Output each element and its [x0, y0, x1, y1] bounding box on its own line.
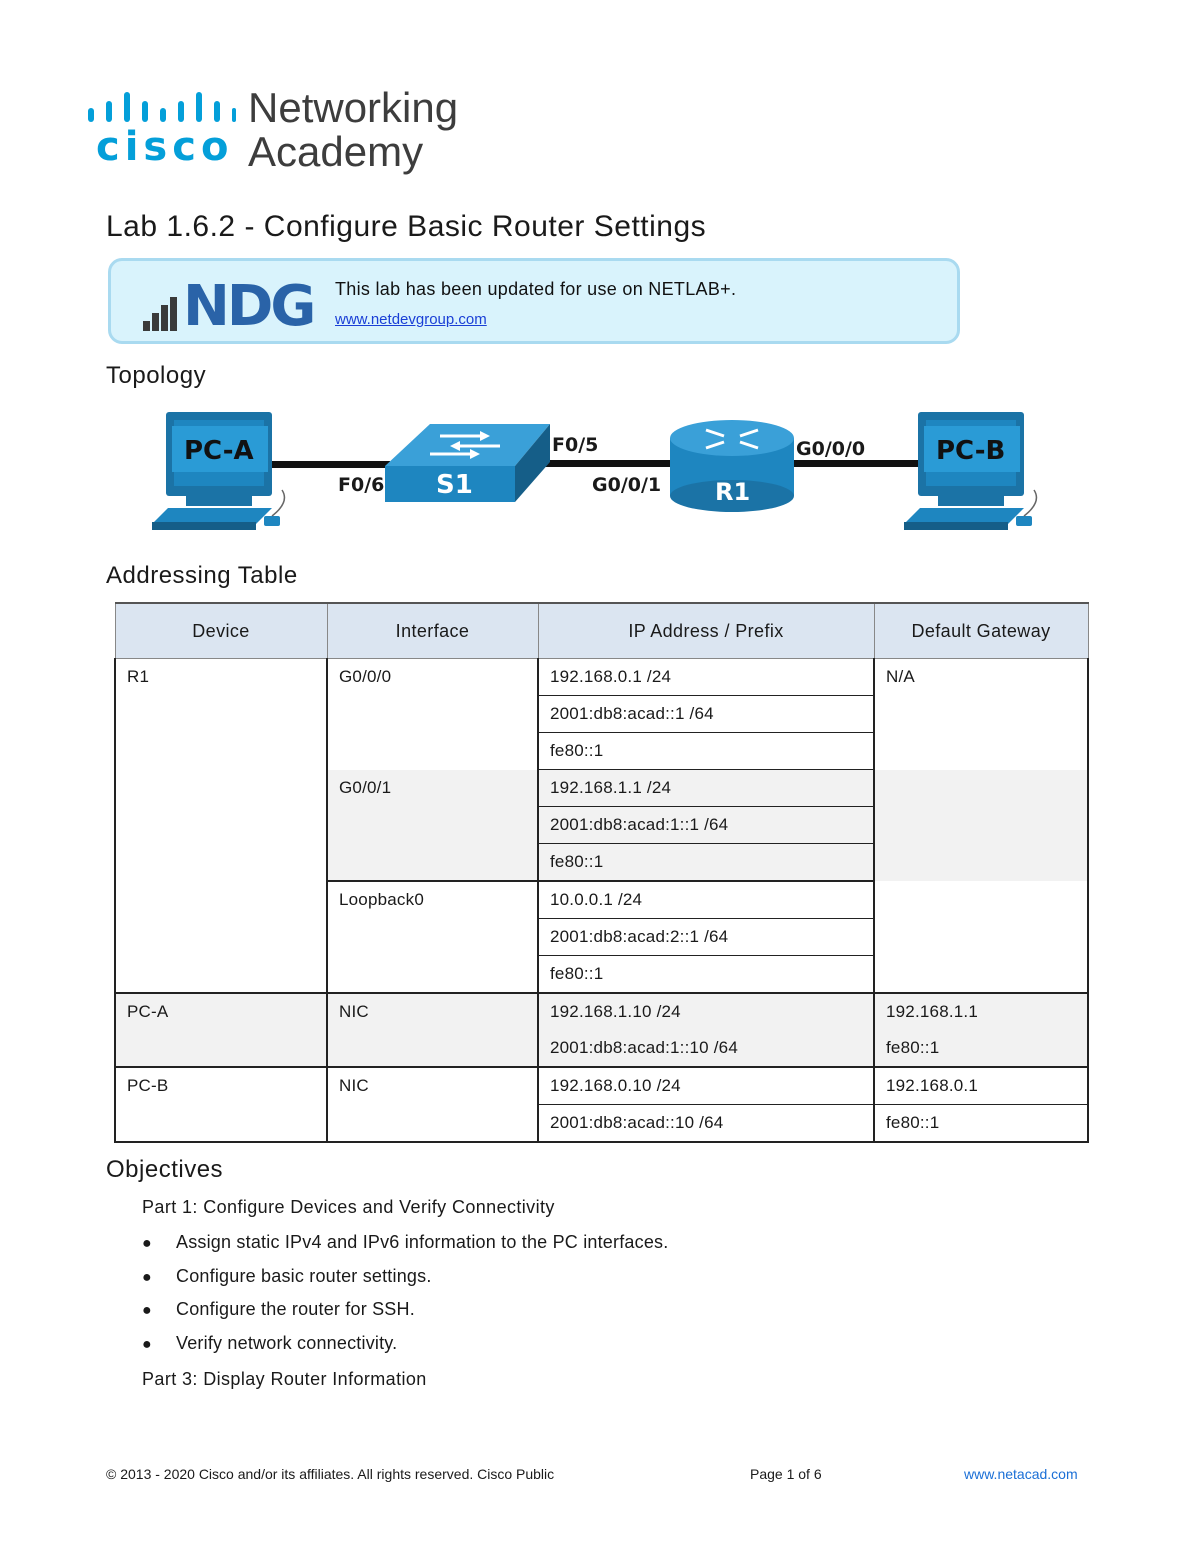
table-row: 2001:db8:acad:2::1 /64: [115, 918, 1088, 956]
cable-r1-pcb: [790, 460, 928, 467]
s1-label: S1: [436, 470, 473, 500]
cell-gateway-r1: N/A: [873, 658, 1089, 770]
addressing-table: Device Interface IP Address / Prefix Def…: [114, 602, 1089, 1143]
interface-g001-label: G0/0/1: [592, 474, 662, 496]
document-title: Lab 1.6.2 - Configure Basic Router Setti…: [106, 210, 707, 243]
table-row: Loopback0 10.0.0.1 /24: [115, 880, 1089, 994]
list-item-text: Configure basic router settings.: [176, 1266, 432, 1286]
pc-b-computer-icon: [904, 412, 1038, 530]
cell-ip: 2001:db8:acad:1::1 /64: [537, 806, 875, 844]
cell-device-pcb: PC-B: [114, 1067, 328, 1143]
interface-f05-label: F0/5: [552, 434, 599, 456]
cell-ip: fe80::1: [537, 955, 875, 994]
ndg-logo: NDG: [143, 274, 323, 339]
cell-gateway: 192.168.0.1: [873, 1067, 1089, 1105]
list-item: ● Configure basic router settings.: [142, 1266, 432, 1287]
cell-ip: 192.168.1.1 /24: [537, 769, 875, 807]
bullet-icon: ●: [142, 1302, 152, 1319]
interface-f06-label: F0/6: [338, 474, 385, 496]
topology-diagram: PC-A PC-B S1 R1 F0/6 F0/5 G0/0/1 G0/0/0: [140, 404, 1060, 544]
list-item: ● Verify network connectivity.: [142, 1333, 397, 1354]
table-row: 2001:db8:acad:1::1 /64: [115, 806, 1088, 844]
cell-gateway: 192.168.1.1: [873, 993, 1089, 1030]
cell-interface-pcb-nic: NIC: [326, 1067, 539, 1143]
footer-page-number: Page 1 of 6: [750, 1466, 822, 1482]
table-row: 2001:db8:acad::1 /64: [115, 695, 1088, 733]
cell-ip: 2001:db8:acad:1::10 /64: [537, 1030, 875, 1068]
bullet-icon: ●: [142, 1235, 152, 1252]
cell-interface-pca-nic: NIC: [326, 993, 539, 1068]
table-row: PC-B NIC 192.168.0.10 /24 192.168.0.1: [114, 1067, 1089, 1143]
section-topology-heading: Topology: [106, 362, 207, 389]
bullet-icon: ●: [142, 1269, 152, 1286]
table-header-row: Device Interface IP Address / Prefix Def…: [114, 602, 1089, 659]
signal-bars-icon: [143, 297, 177, 331]
cable-pca-s1: [270, 461, 390, 468]
section-addressing-heading: Addressing Table: [106, 562, 298, 589]
cell-interface-g001: G0/0/1: [326, 769, 539, 881]
topology-svg: [152, 412, 1038, 530]
logo-networking-text: Networking: [248, 84, 459, 131]
cell-ip: 10.0.0.1 /24: [537, 881, 875, 919]
cell-gateway: fe80::1: [873, 1104, 1089, 1143]
list-item: ● Assign static IPv4 and IPv6 information…: [142, 1232, 668, 1253]
netdevgroup-link[interactable]: www.netdevgroup.com: [335, 311, 487, 328]
table-row: fe80::1: [115, 955, 1088, 994]
header-default-gateway: Default Gateway: [873, 602, 1089, 659]
table-row: fe80::1: [115, 732, 1088, 770]
cisco-bars-icon: [88, 92, 236, 122]
header-interface: Interface: [326, 602, 539, 659]
cable-s1-r1: [540, 460, 678, 467]
cell-ip: 192.168.0.10 /24: [537, 1067, 875, 1105]
logo-academy-text: Academy: [248, 128, 424, 175]
cisco-wordmark: cisco: [96, 124, 234, 170]
switch-s1-icon: [385, 424, 550, 502]
r1-label: R1: [715, 478, 751, 506]
objective-part3: Part 3: Display Router Information: [142, 1369, 427, 1389]
cell-gateway: fe80::1: [873, 1030, 1089, 1068]
cell-gateway-empty: [873, 769, 1089, 881]
table-row: PC-A NIC 192.168.1.10 /24 192.168.1.1: [114, 993, 1089, 1068]
cell-ip: fe80::1: [537, 843, 875, 882]
banner-message: This lab has been updated for use on NET…: [335, 279, 737, 299]
list-item: ● Configure the router for SSH.: [142, 1299, 415, 1320]
bullet-icon: ●: [142, 1336, 152, 1353]
cell-ip: 2001:db8:acad::10 /64: [537, 1104, 875, 1143]
table-row: 2001:db8:acad::10 /64 fe80::1: [115, 1104, 1089, 1143]
table-row: R1 G0/0/0 192.168.0.1 /24 N/A: [114, 658, 1089, 994]
cell-interface-g000: G0/0/0: [326, 658, 539, 770]
cell-ip: 2001:db8:acad:2::1 /64: [537, 918, 875, 956]
cisco-networking-academy-logo: cisco Networking Academy: [86, 84, 486, 184]
cell-device-r1: R1: [114, 658, 328, 994]
cell-ip: 192.168.1.10 /24: [537, 993, 875, 1030]
cell-ip: fe80::1: [537, 732, 875, 770]
cell-ip: 192.168.0.1 /24: [537, 658, 875, 696]
router-r1-icon: [670, 420, 794, 512]
header-ip-prefix: IP Address / Prefix: [537, 602, 875, 659]
pc-b-label: PC-B: [936, 436, 1006, 466]
cell-gateway-empty: [873, 881, 1089, 994]
pc-a-computer-icon: [152, 412, 286, 530]
list-item-text: Assign static IPv4 and IPv6 information …: [176, 1232, 669, 1252]
table-row: 2001:db8:acad:1::10 /64 fe80::1: [115, 1030, 1089, 1068]
cell-interface-loopback0: Loopback0: [326, 880, 539, 994]
footer-netacad-link[interactable]: www.netacad.com: [964, 1466, 1078, 1482]
cell-ip: 2001:db8:acad::1 /64: [537, 695, 875, 733]
footer-copyright: © 2013 - 2020 Cisco and/or its affiliate…: [106, 1466, 555, 1482]
ndg-wordmark: NDG: [183, 274, 316, 339]
header-device: Device: [114, 602, 328, 659]
interface-g000-label: G0/0/0: [796, 438, 866, 460]
table-row: fe80::1: [115, 843, 1088, 882]
section-objectives-heading: Objectives: [106, 1156, 224, 1183]
objective-part1: Part 1: Configure Devices and Verify Con…: [142, 1197, 555, 1217]
table-row: G0/0/1 192.168.1.1 /24: [115, 769, 1089, 881]
list-item-text: Configure the router for SSH.: [176, 1299, 415, 1319]
ndg-banner: NDG This lab has been updated for use on…: [108, 258, 960, 344]
pc-a-label: PC-A: [184, 436, 254, 466]
cell-device-pca: PC-A: [114, 993, 328, 1068]
list-item-text: Verify network connectivity.: [176, 1333, 398, 1353]
